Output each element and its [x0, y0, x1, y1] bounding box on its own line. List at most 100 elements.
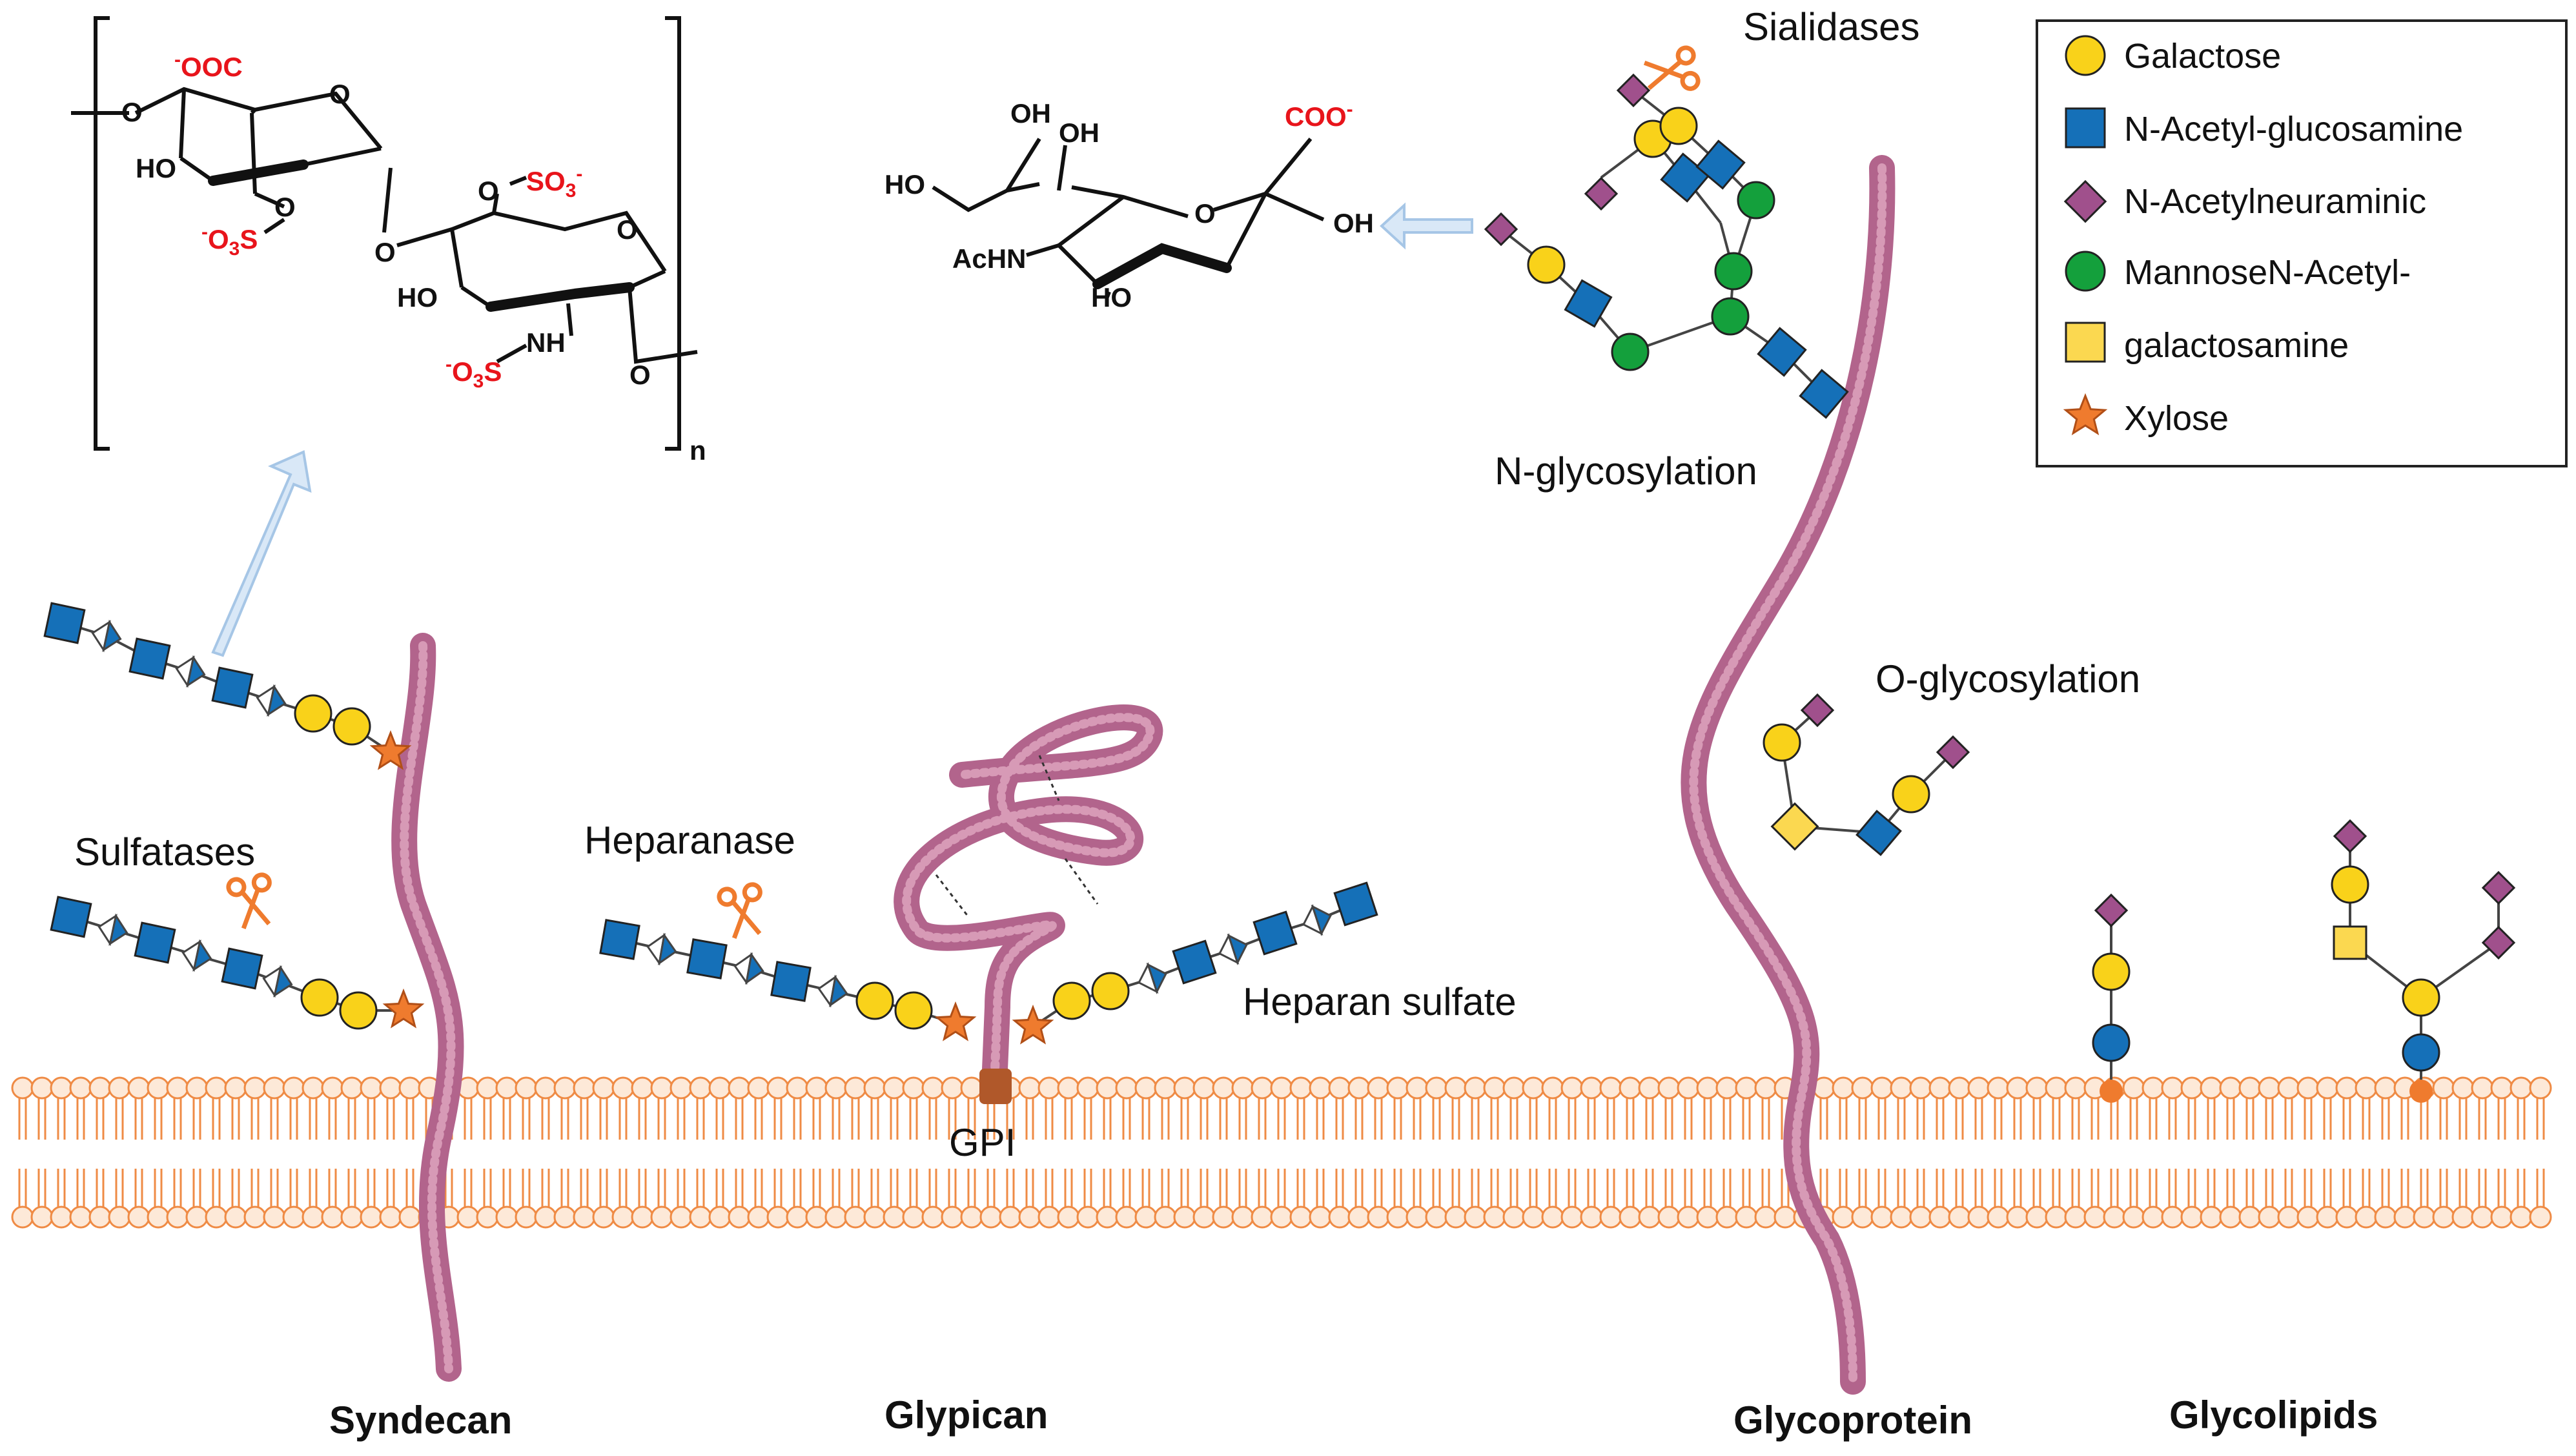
coo-label: -OOC [174, 49, 243, 82]
lipid-head [1115, 1205, 1138, 1229]
galactose-circle-icon [1052, 981, 1091, 1020]
neuac-diamond-icon [2481, 870, 2516, 905]
xylose-star-icon [2063, 393, 2108, 436]
lipid-head [2277, 1076, 2300, 1100]
lipid-head [1057, 1076, 1080, 1100]
lipid-head [766, 1205, 790, 1229]
neuac-diamond-icon [1616, 73, 1651, 108]
galnac-square-icon [2065, 322, 2106, 363]
neuac-diamond-icon [2094, 893, 2129, 928]
lipid-head [302, 1076, 325, 1100]
lipid-head [2258, 1205, 2281, 1229]
lipid-head [1619, 1076, 1642, 1100]
lipid-head [340, 1205, 363, 1229]
gpi-label: GPI [949, 1121, 1016, 1164]
lipid-head [282, 1076, 305, 1100]
oh-label-2: OH [1059, 118, 1099, 148]
lipid-head [166, 1205, 189, 1229]
sulfate-o-1: O [274, 192, 296, 222]
lipid-head [1386, 1076, 1409, 1100]
glcnac-square-icon [50, 896, 92, 938]
lipid-head [747, 1205, 770, 1229]
lipid-head [1483, 1205, 1506, 1229]
lipid-head [1522, 1205, 1545, 1229]
lipid-head [2451, 1076, 2475, 1100]
lipid-anchor-dot [2100, 1080, 2123, 1103]
lipid-head [1057, 1205, 1080, 1229]
lipid-head [30, 1076, 54, 1100]
lipid-head [941, 1076, 964, 1100]
ring1-front [208, 159, 309, 186]
lipid-head [708, 1076, 731, 1100]
lipid-head [728, 1205, 751, 1229]
lipid-head [2393, 1205, 2417, 1229]
lipid-head [360, 1205, 383, 1229]
glcnac-square-icon [1333, 881, 1378, 927]
lipid-head [515, 1205, 538, 1229]
mannose-circle-icon [1611, 333, 1650, 371]
lipid-head [1638, 1076, 1661, 1100]
galactose-circle-icon [2331, 865, 2369, 904]
lipid-head [1212, 1076, 1235, 1100]
lipid-head [321, 1205, 344, 1229]
lipid-head [2277, 1205, 2300, 1229]
lipid-head [1076, 1076, 1099, 1100]
legend-label-4: galactosamine [2124, 326, 2349, 365]
lipid-head [379, 1205, 402, 1229]
lipid-head [1890, 1205, 1913, 1229]
lipid-head [1464, 1076, 1487, 1100]
xylose-star-icon [1012, 1004, 1054, 1045]
lipid-head [747, 1076, 770, 1100]
lipid-head [1406, 1076, 1429, 1100]
lipid-head [689, 1076, 712, 1100]
lipid-head [2142, 1205, 2165, 1229]
mannose-circle-icon [1714, 252, 1753, 291]
lipid-head [1018, 1076, 1041, 1100]
lipid-head [185, 1205, 209, 1229]
lipid-head [1192, 1205, 1216, 1229]
iduronic-half-diamond-icon [267, 684, 287, 717]
lipid-head [50, 1076, 73, 1100]
glcnac-square-icon [2065, 107, 2106, 149]
neuac-diamond-icon [1584, 176, 1619, 211]
galactose-circle-icon [300, 978, 339, 1017]
ring2-o: O [617, 214, 638, 245]
lipid-head [650, 1205, 673, 1229]
lipid-head [2413, 1205, 2436, 1229]
lipid-head [2316, 1205, 2339, 1229]
neuac-diamond-icon [2481, 925, 2516, 960]
lipid-head [263, 1205, 286, 1229]
lipid-head [1735, 1205, 1758, 1229]
lipid-head [592, 1205, 615, 1229]
nh-label: NH [526, 327, 566, 358]
glcnac-square-icon [1855, 810, 1902, 856]
glcnac-square-icon [1757, 327, 1807, 377]
lipid-head [147, 1076, 170, 1100]
lipid-head [1696, 1076, 1719, 1100]
lipid-head [553, 1076, 577, 1100]
galnac-square-icon [1770, 802, 1819, 851]
lipid-head [185, 1076, 209, 1100]
galactose-circle-icon [294, 694, 332, 733]
glycan-chains [43, 73, 2516, 1103]
legend-label-0: Galactose [2124, 37, 2281, 76]
lipid-head [2510, 1076, 2533, 1100]
galactose-circle-icon [1091, 972, 1130, 1010]
lipid-head [573, 1205, 596, 1229]
o-glycosylation-label: O-glycosylation [1876, 657, 2140, 701]
lipid-head [611, 1076, 635, 1100]
lipid-head [2142, 1076, 2165, 1100]
lipid-head [1038, 1076, 1061, 1100]
xylose-star-icon [382, 988, 425, 1029]
lipid-head [631, 1205, 654, 1229]
lipid-head [1890, 1076, 1913, 1100]
lipid-head [1289, 1205, 1313, 1229]
lipid-head [1948, 1205, 1971, 1229]
lipid-head [631, 1076, 654, 1100]
lipid-head [553, 1205, 577, 1229]
lipid-head [2296, 1205, 2320, 1229]
lipid-head [2045, 1205, 2068, 1229]
lipid-head [1038, 1205, 1061, 1229]
lipid-head [2025, 1076, 2049, 1100]
lipid-head [1444, 1076, 1467, 1100]
